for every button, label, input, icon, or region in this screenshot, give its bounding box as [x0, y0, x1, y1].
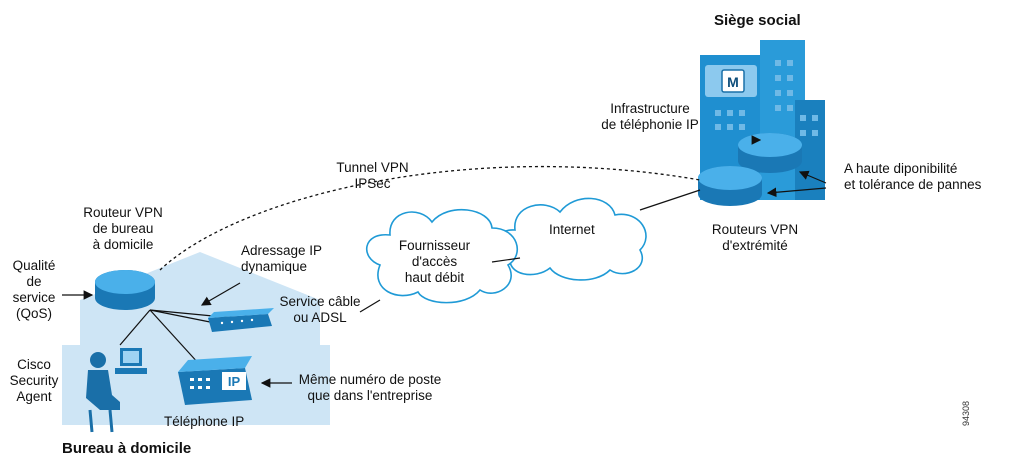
label-line: Routeurs VPN: [711, 222, 799, 237]
label-internet: Internet: [549, 222, 595, 237]
label-line: Tunnel VPN: [336, 160, 409, 175]
label-haute-disponibilite: A haute diponibilité et tolérance de pan…: [844, 161, 981, 193]
links: [119, 189, 701, 366]
modem-icon: [208, 308, 274, 332]
router-icon: [698, 166, 762, 206]
title-bureau-domicile: Bureau à domicile: [62, 440, 192, 457]
label-line: dynamique: [241, 259, 308, 274]
label-tunnel-vpn: Tunnel VPN IPSec: [330, 160, 415, 192]
label-line: Qualité: [12, 258, 56, 273]
label-line: que dans l'entreprise: [307, 388, 433, 403]
label-service-cable: Service câble ou ADSL: [275, 294, 365, 326]
label-line: Même numéro de poste: [298, 372, 442, 387]
vpn-tunnel-path: [159, 165, 701, 271]
call-manager-icon: M: [721, 69, 745, 93]
label-line: Service câble: [279, 294, 361, 309]
label-line: IPSec: [354, 176, 391, 191]
label-line: service: [12, 290, 56, 305]
label-meme-numero: Même numéro de poste que dans l'entrepri…: [290, 372, 450, 404]
label-line: et tolérance de pannes: [844, 177, 982, 192]
label-line: ou ADSL: [293, 310, 347, 325]
label-line: de bureau: [92, 221, 154, 236]
figure-number: 94308: [961, 400, 971, 426]
cloud-icon: [495, 197, 647, 281]
annotation-arrows: [62, 170, 827, 388]
router-icon: [738, 133, 802, 173]
worker-icon: [86, 352, 120, 433]
label-line: d'accès: [411, 254, 458, 269]
label-adressage-ip: Adressage IP dynamique: [241, 243, 322, 275]
label-line: d'extrémité: [722, 238, 788, 253]
label-line: Adressage IP: [241, 243, 323, 258]
title-siege-social: Siège social: [714, 12, 801, 29]
label-line: Fournisseur: [398, 238, 471, 253]
label-telephone-ip: Téléphone IP: [164, 414, 245, 429]
label-line: de: [26, 274, 42, 289]
label-line: (QoS): [15, 306, 52, 321]
cloud-icon: [365, 208, 518, 304]
label-line: Agent: [16, 389, 52, 404]
ip-phone-icon: IP: [178, 356, 252, 405]
label-routeur-domicile: Routeur VPN de bureau à domicile: [78, 205, 168, 253]
label-routeurs-extremite: Routeurs VPN d'extrémité: [700, 222, 810, 254]
label-line: haut débit: [404, 270, 465, 285]
pc-icon: [115, 348, 147, 374]
label-line: de téléphonie IP: [601, 117, 699, 132]
label-cisco-security-agent: Cisco Security Agent: [4, 357, 64, 405]
label-line: A haute diponibilité: [844, 161, 958, 176]
label-line: Security: [9, 373, 59, 388]
label-line: Routeur VPN: [83, 205, 163, 220]
label-infrastructure: Infrastructure de téléphonie IP: [590, 101, 710, 133]
label-fournisseur: Fournisseur d'accès haut débit: [392, 238, 477, 286]
phone-badge: IP: [228, 374, 241, 389]
label-line: Infrastructure: [610, 101, 690, 116]
router-icon: [95, 270, 155, 310]
label-qos: Qualité de service (QoS): [4, 258, 64, 322]
label-line: Cisco: [17, 357, 51, 372]
label-line: à domicile: [92, 237, 154, 252]
server-badge: M: [727, 74, 739, 90]
